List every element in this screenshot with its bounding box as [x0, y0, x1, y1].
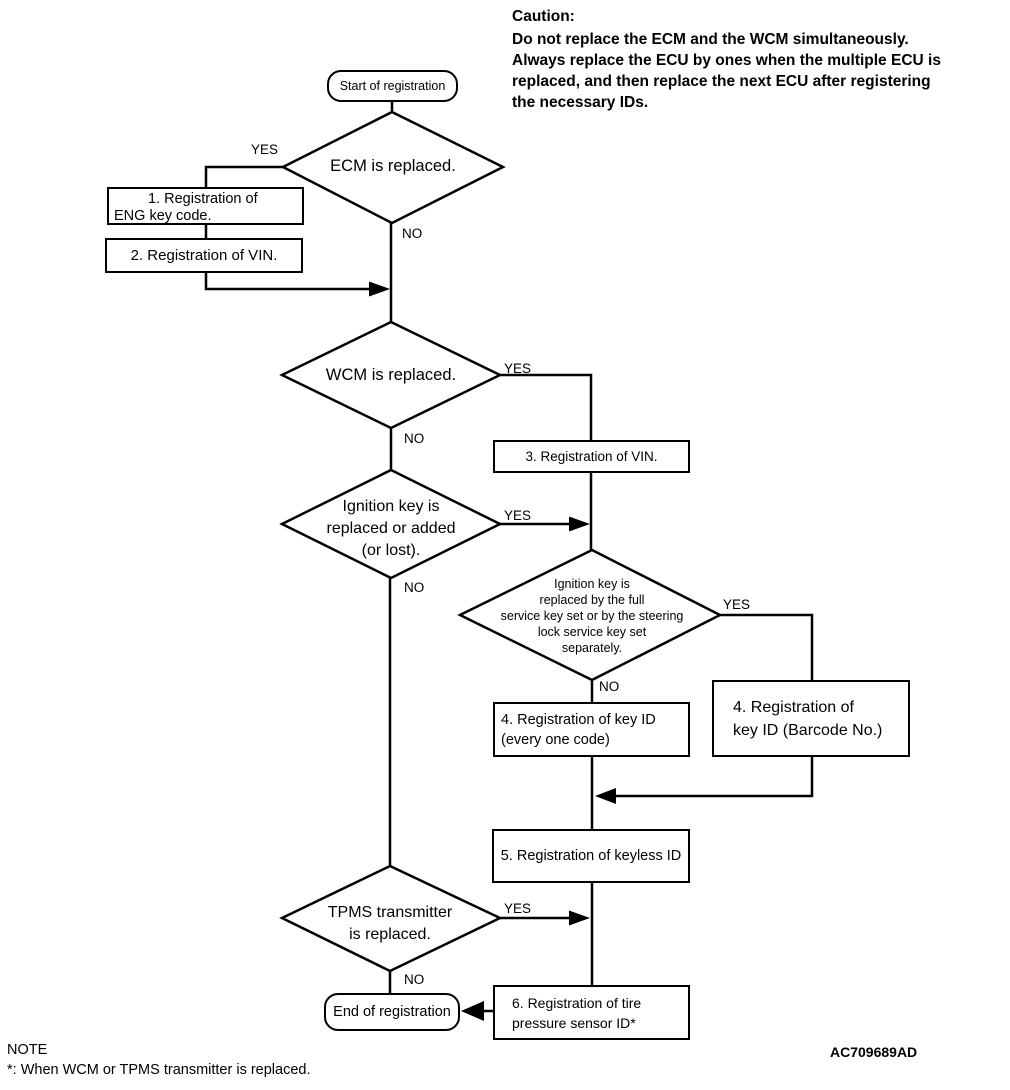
node-step5: 5. Registration of keyless ID — [492, 829, 690, 883]
connector-ecm-yes — [204, 165, 283, 188]
label-ignition-yes: YES — [504, 508, 532, 523]
node-step4-every: 4. Registration of key ID (every one cod… — [493, 702, 690, 757]
connector-step2-merge — [204, 273, 371, 291]
connector-step4barcode-merge — [614, 757, 814, 798]
decision-service-key-label: Ignition key is replaced by the full ser… — [500, 577, 684, 655]
caution-body: Do not replace the ECM and the WCM simul… — [512, 31, 941, 111]
node-start: Start of registration — [327, 70, 458, 102]
decision-tpms-label: TPMS transmitter is replaced. — [327, 904, 453, 943]
connector-wcm-yes — [500, 373, 593, 441]
decision-wcm-label: WCM is replaced. — [325, 366, 457, 384]
note-body: *: When WCM or TPMS transmitter is repla… — [7, 1062, 311, 1078]
node-step6: 6. Registration of tire pressure sensor … — [493, 985, 690, 1040]
arrowhead-step6-end — [461, 1001, 484, 1021]
decision-ignition-label: Ignition key is replaced or added (or lo… — [326, 498, 456, 559]
label-service-key-yes: YES — [723, 597, 751, 612]
label-tpms-yes: YES — [504, 901, 532, 916]
label-ecm-no: NO — [402, 226, 423, 241]
node-end: End of registration — [324, 993, 460, 1031]
label-ignition-no: NO — [404, 580, 425, 595]
label-wcm-no: NO — [404, 431, 425, 446]
node-step3: 3. Registration of VIN. — [493, 440, 690, 473]
label-service-key-no: NO — [599, 679, 620, 694]
arrowhead-step2-merge — [369, 281, 390, 297]
caution-title: Caution: — [512, 8, 575, 25]
node-step4-barcode: 4. Registration of key ID (Barcode No.) — [712, 680, 910, 757]
arrowhead-ignition-yes — [569, 516, 590, 532]
arrowhead-step4barcode-merge — [595, 788, 616, 804]
node-step2: 2. Registration of VIN. — [105, 238, 303, 273]
decision-ecm-label: ECM is replaced. — [330, 157, 456, 175]
label-wcm-yes: YES — [504, 361, 532, 376]
arrowhead-tpms-yes — [569, 910, 590, 926]
label-tpms-no: NO — [404, 972, 425, 987]
connector-servicekey-yes — [720, 613, 814, 681]
label-ecm-yes: YES — [251, 142, 279, 157]
note-title: NOTE — [7, 1042, 48, 1058]
figure-code: AC709689AD — [830, 1044, 918, 1060]
